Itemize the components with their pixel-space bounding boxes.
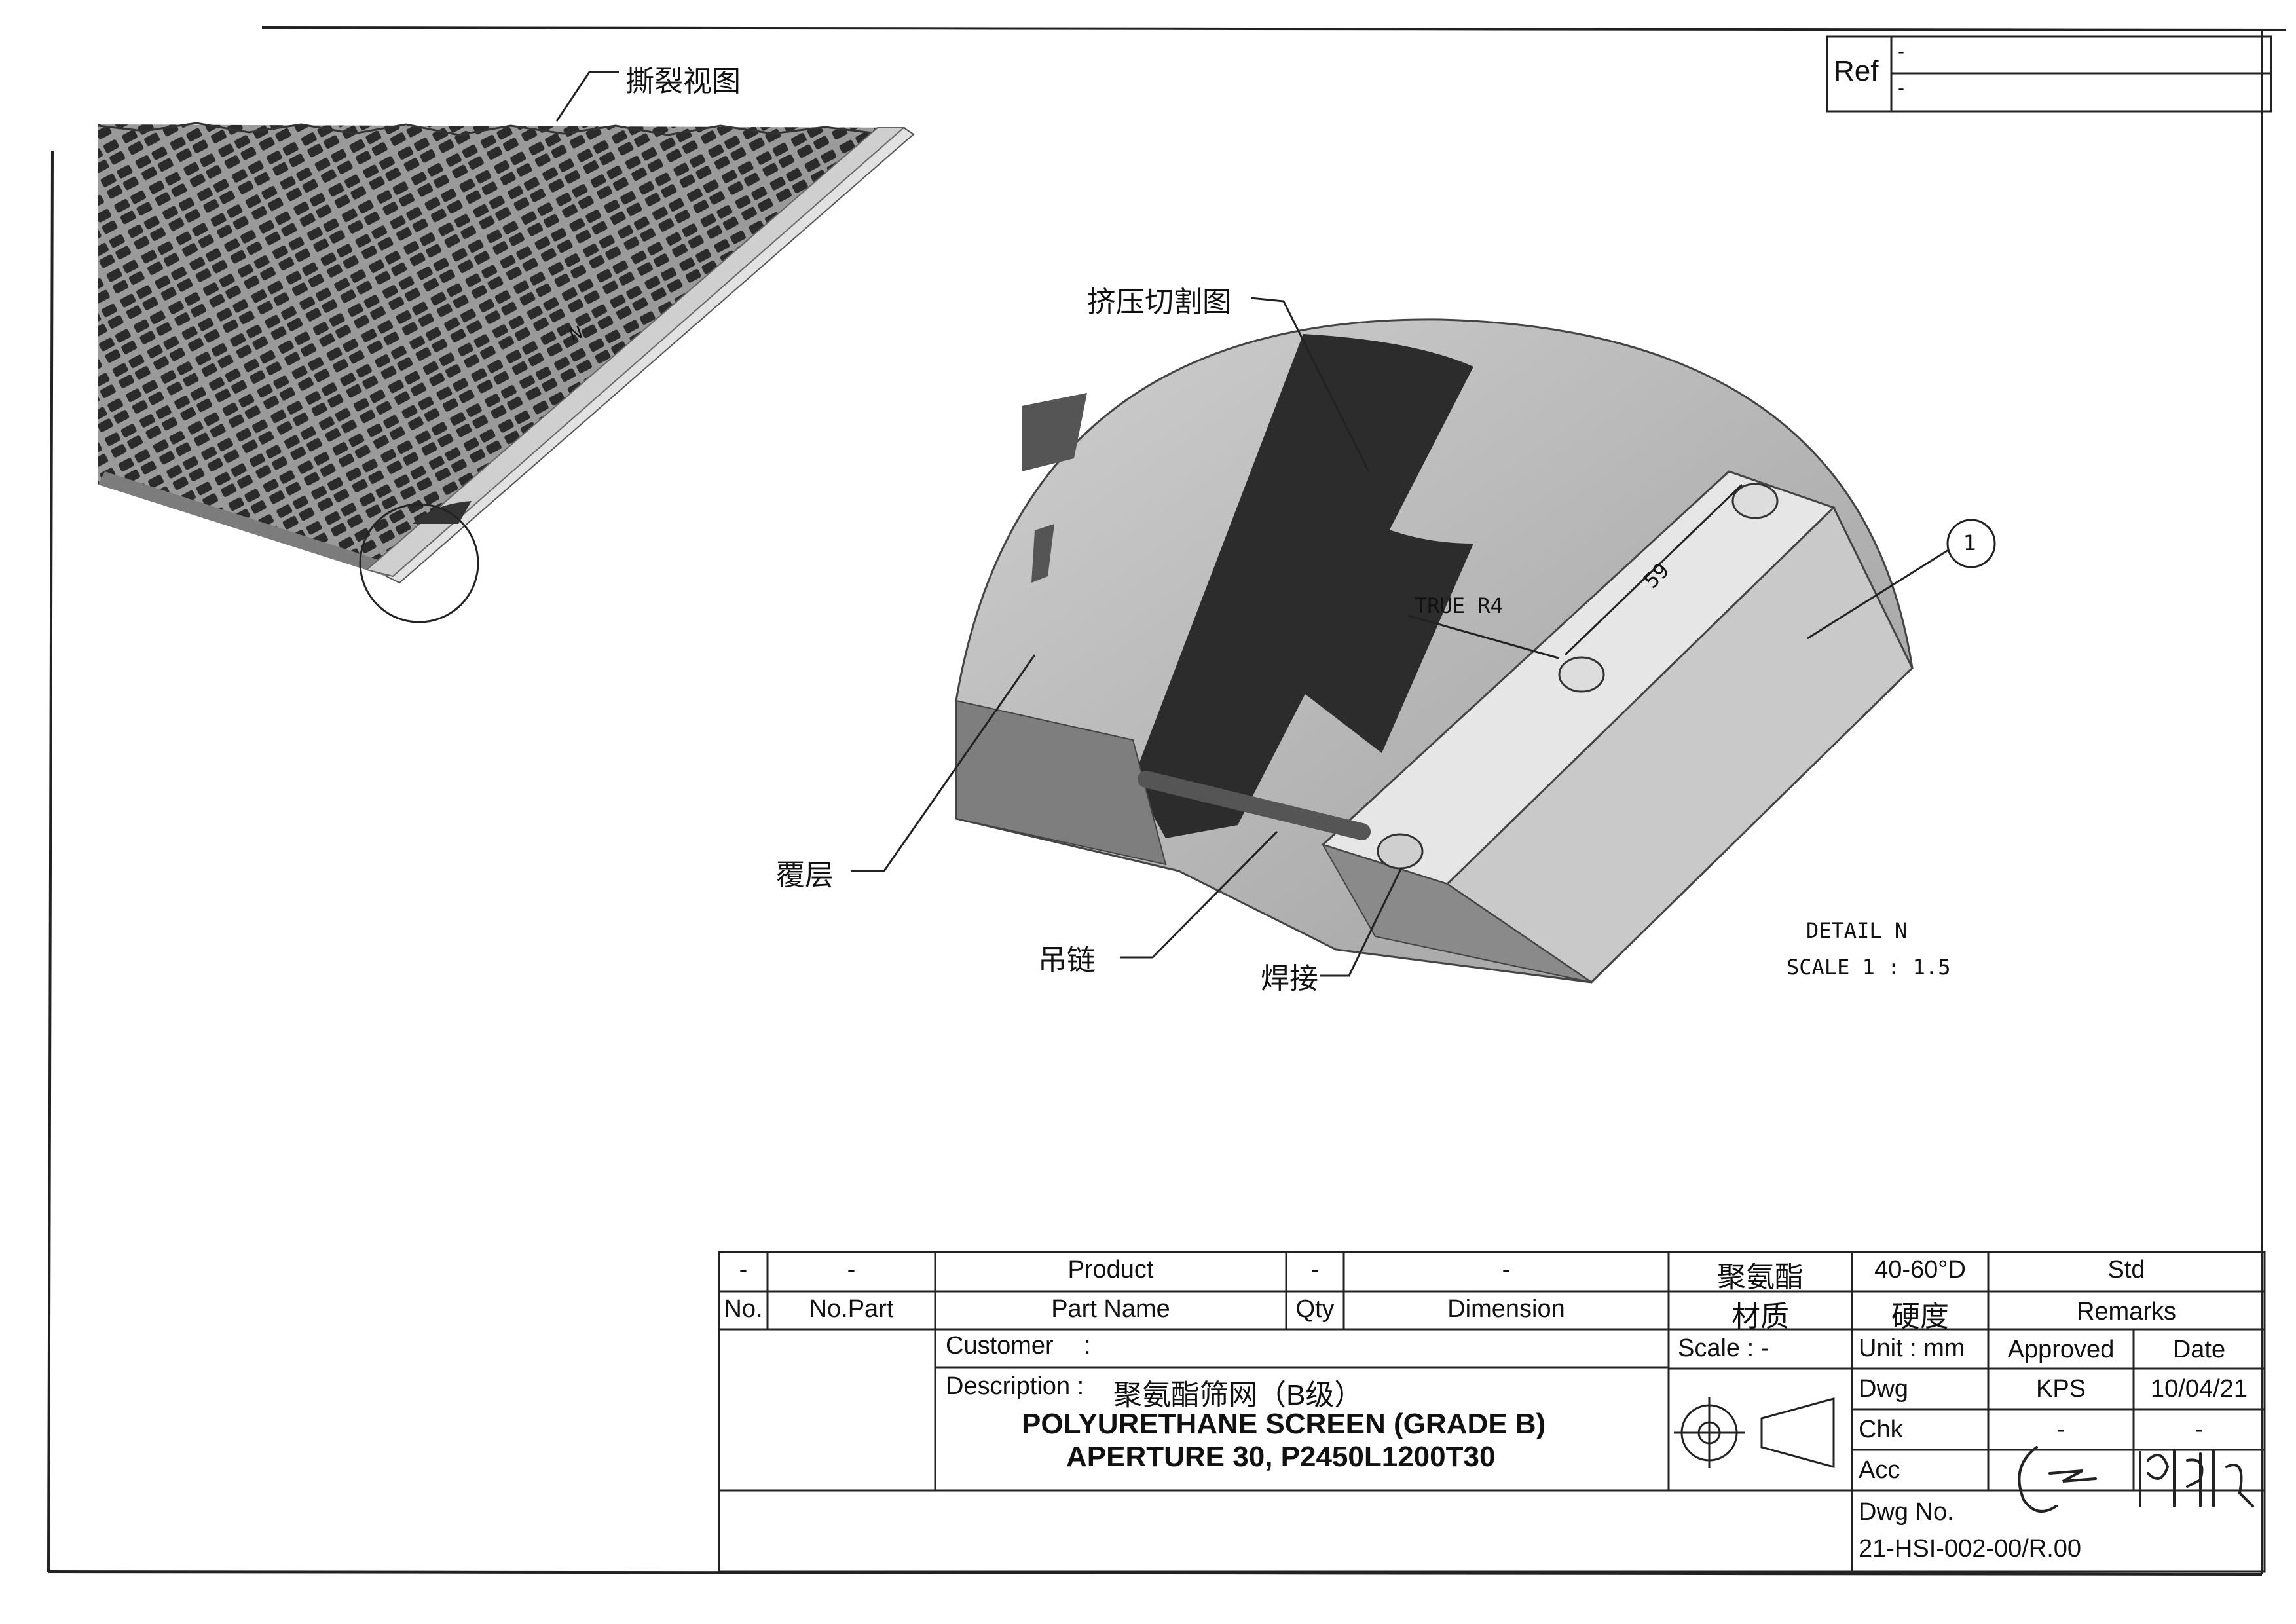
ref-value-1: -	[1898, 41, 1904, 62]
chk-date: -	[2194, 1416, 2204, 1443]
header-no-part: No.Part	[809, 1295, 894, 1323]
bom-no-part: -	[847, 1256, 856, 1283]
sheet-border	[47, 26, 2286, 1576]
chk-label: Chk	[1859, 1416, 1903, 1443]
scale-value: Scale : -	[1678, 1335, 1769, 1362]
balloon-1: 1	[1963, 530, 1977, 555]
bom-qty: -	[1310, 1256, 1320, 1283]
description-line-1: POLYURETHANE SCREEN (GRADE B)	[1022, 1408, 1546, 1440]
bom-dimension: -	[1502, 1256, 1511, 1283]
description-label: Description :	[946, 1373, 1084, 1400]
date-header: Date	[2172, 1336, 2226, 1363]
ref-value-2: -	[1898, 77, 1904, 99]
chk-by: -	[2056, 1416, 2065, 1443]
customer-label: Customer	[946, 1332, 1054, 1359]
dwg-no-label: Dwg No.	[1859, 1498, 1954, 1526]
handwritten-signature	[2018, 1446, 2254, 1513]
tear-view-drawing	[98, 122, 915, 623]
projection-symbol-icon	[1674, 1397, 1835, 1468]
cut-view-label: 挤压切割图	[1087, 286, 1231, 319]
acc-label: Acc	[1859, 1456, 1900, 1484]
header-no: No.	[724, 1295, 763, 1323]
title-block-grid	[718, 1251, 2266, 1573]
unit-value: Unit : mm	[1859, 1335, 1965, 1362]
detail-n-drawing	[955, 318, 1996, 984]
header-dimension: Dimension	[1447, 1295, 1565, 1323]
description-cn: 聚氨酯筛网（B级）	[1113, 1379, 1363, 1411]
header-remarks: Remarks	[2076, 1298, 2177, 1325]
dwg-no-value: 21-HSI-002-00/R.00	[1859, 1535, 2082, 1562]
bom-remarks: Std	[2107, 1256, 2145, 1283]
bom-material: 聚氨酯	[1717, 1261, 1804, 1293]
dwg-date: 10/04/21	[2151, 1375, 2248, 1403]
dwg-by: KPS	[2035, 1375, 2086, 1403]
approved-header: Approved	[2007, 1336, 2115, 1363]
dwg-label: Dwg	[1859, 1375, 1909, 1403]
bom-hardness: 40-60°D	[1874, 1256, 1966, 1283]
covering-label: 覆层	[776, 858, 834, 892]
detail-scale: SCALE 1 : 1.5	[1787, 955, 1951, 980]
detail-title: DETAIL N	[1806, 918, 1908, 943]
ref-box	[1826, 35, 2272, 113]
header-part-name: Part Name	[1051, 1295, 1170, 1323]
ref-label: Ref	[1834, 55, 1879, 87]
description-line-2: APERTURE 30, P2450L1200T30	[1066, 1441, 1496, 1473]
header-qty: Qty	[1295, 1295, 1335, 1323]
header-material: 材质	[1731, 1301, 1789, 1333]
chain-label: 吊链	[1038, 944, 1096, 977]
customer-colon: :	[1084, 1332, 1091, 1359]
tear-view-label: 撕裂视图	[625, 65, 741, 98]
bom-product: Product	[1067, 1256, 1154, 1283]
bom-no: -	[739, 1256, 748, 1283]
true-r4-label: TRUE R4	[1415, 593, 1503, 618]
weld-label: 焊接	[1261, 962, 1318, 995]
header-hardness: 硬度	[1891, 1301, 1949, 1333]
leader-lines	[555, 71, 1403, 977]
